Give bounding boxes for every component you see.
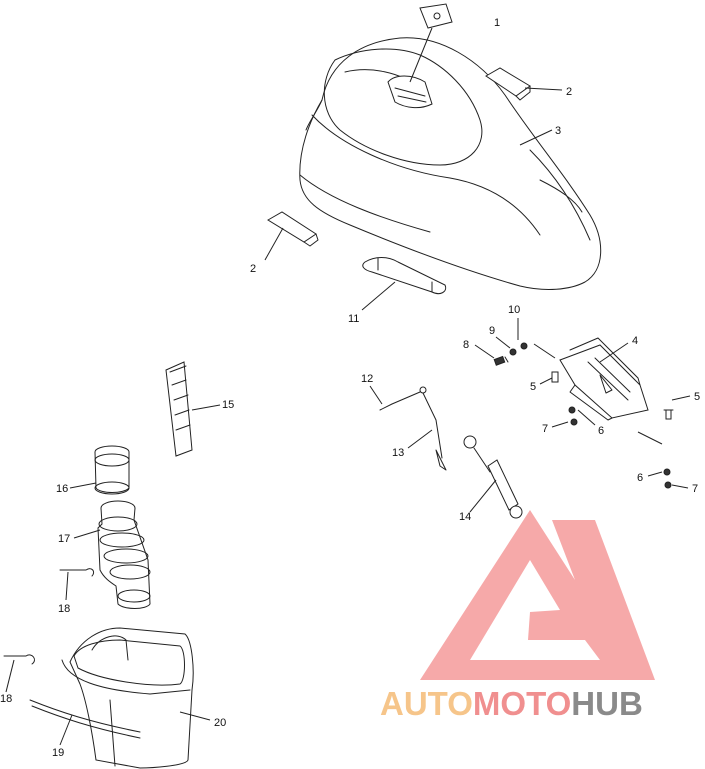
callout-15: 15 xyxy=(222,399,234,411)
callout-12: 12 xyxy=(361,373,373,385)
callout-7-right: 7 xyxy=(692,483,698,495)
hose-clamp-lower xyxy=(3,654,35,665)
callout-5-right: 5 xyxy=(694,391,700,403)
callout-5-left: 5 xyxy=(530,381,536,393)
hardware-small-parts xyxy=(493,342,674,489)
callout-18-lower: 18 xyxy=(0,693,12,705)
filter-cylinder xyxy=(94,445,130,495)
callout-7-left: 7 xyxy=(542,423,548,435)
hood-bracket xyxy=(362,257,447,295)
callout-11: 11 xyxy=(348,313,359,325)
callout-4: 4 xyxy=(632,335,638,347)
hood-emblem xyxy=(409,3,453,83)
watermark-auto: AUTO xyxy=(380,685,473,722)
callout-10: 10 xyxy=(508,304,520,316)
hose-clamp-upper xyxy=(59,568,95,577)
watermark-hub: HUB xyxy=(571,685,643,722)
callout-18-upper: 18 xyxy=(58,603,70,615)
gas-strut xyxy=(463,435,523,519)
callout-1: 1 xyxy=(494,17,500,29)
callout-20: 20 xyxy=(214,717,226,729)
rubber-pad-left xyxy=(267,211,319,247)
callout-13: 13 xyxy=(392,447,404,459)
leader-lines xyxy=(5,87,691,746)
callout-3: 3 xyxy=(555,125,561,137)
callout-9: 9 xyxy=(489,325,495,337)
hood-part xyxy=(299,37,602,290)
watermark-logo xyxy=(420,510,655,680)
watermark-wordmark: AUTOMOTOHUB xyxy=(380,684,643,724)
callout-8: 8 xyxy=(463,339,469,351)
latch-plate xyxy=(559,337,649,421)
callout-6-left: 6 xyxy=(598,425,604,437)
callout-labels: 1 2 3 2 11 10 9 8 4 5 5 12 7 6 13 6 7 14… xyxy=(0,17,700,759)
drain-hose xyxy=(29,699,141,739)
callout-14: 14 xyxy=(459,511,471,523)
watermark-moto: MOTO xyxy=(472,685,572,722)
rubber-pad-right xyxy=(485,67,531,101)
seal-strip xyxy=(165,361,193,457)
callout-16: 16 xyxy=(56,483,68,495)
callout-17: 17 xyxy=(58,533,70,545)
air-box xyxy=(61,627,194,769)
bellows-boot xyxy=(97,500,151,609)
callout-2-right: 2 xyxy=(566,86,572,98)
callout-19: 19 xyxy=(52,747,64,759)
support-rod xyxy=(379,386,447,471)
callout-6-right: 6 xyxy=(637,472,643,484)
callout-2-left: 2 xyxy=(250,263,256,275)
